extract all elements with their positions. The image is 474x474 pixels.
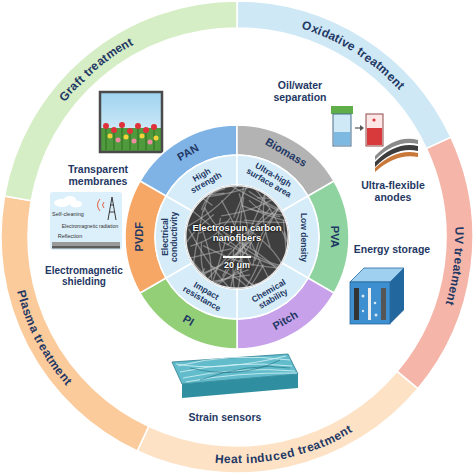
oil-water-separation-picture	[331, 106, 383, 146]
electromagnetic-shielding-picture	[50, 192, 122, 250]
glyph	[242, 453, 246, 465]
treatment-ring-segment: Oxidative treatment	[237, 1, 451, 149]
energy-storage-picture	[350, 268, 404, 324]
transparent-membrane-picture	[100, 92, 162, 152]
application-label: Transparent membranes	[64, 164, 132, 187]
precursor-label: PVA	[328, 226, 340, 248]
glyph: i	[246, 453, 250, 465]
glyph: V	[453, 236, 465, 244]
glyph: n	[249, 453, 257, 466]
ring-sector	[397, 137, 473, 388]
precursor-label: PVDF	[134, 222, 146, 251]
ring-sector	[137, 371, 418, 473]
glyph: t	[453, 247, 465, 252]
ring-sector-shape	[237, 1, 451, 149]
glyph: d	[257, 452, 266, 465]
ring-sector	[237, 1, 451, 149]
property-label: Low density	[300, 210, 309, 264]
application-label: Oil/water separation	[269, 80, 331, 103]
glyph: t	[238, 453, 242, 465]
strain-sensor-picture	[172, 354, 298, 398]
treatment-ring-segment: UV treatment	[397, 137, 473, 389]
glyph: e	[223, 453, 230, 465]
glyph: a	[231, 453, 238, 465]
figure-annotation: Electromagnetic radiation	[62, 224, 118, 230]
treatment-label: UV treatment	[440, 221, 469, 312]
application-label: Strain sensors	[189, 412, 262, 424]
glyph: H	[214, 452, 224, 465]
treatment-ring-segment: Heat induced treatment	[137, 371, 418, 473]
figure-annotation: Reflection	[58, 233, 82, 239]
figure-annotation: Self-cleaning	[52, 211, 84, 217]
treatment-label: Plasma treatment	[12, 284, 77, 391]
glyph	[453, 244, 465, 248]
application-label: Energy storage	[354, 244, 430, 256]
treatment-label: Graft treatment	[55, 32, 140, 106]
fiber-texture	[146, 155, 321, 323]
flexible-anode-picture	[375, 139, 418, 172]
center-image-circle: Electrospun carbon nanofibers 20 μm	[185, 185, 289, 289]
application-label: Electromagnetic shielding	[41, 265, 127, 287]
scale-bar	[223, 256, 251, 258]
property-label: Electrical conductivity	[161, 210, 179, 264]
glyph: r	[453, 252, 465, 258]
center-title: Electrospun carbon nanofibers	[191, 223, 283, 243]
ring-sector	[5, 1, 237, 201]
application-label: Ultra-flexible anodes	[358, 180, 428, 203]
glyph: U	[453, 226, 465, 235]
scale-label: 20 μm	[224, 261, 250, 270]
treatment-label: Heat induced treatment	[209, 420, 358, 470]
